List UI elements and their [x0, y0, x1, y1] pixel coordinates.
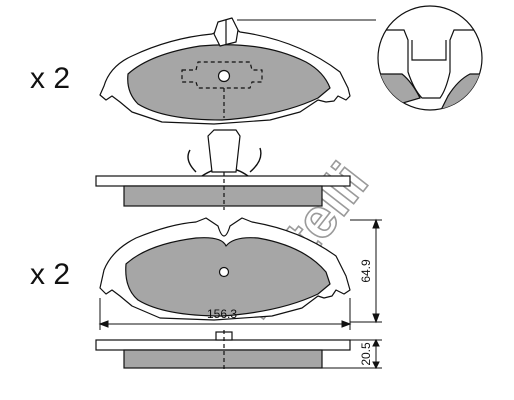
height-dimension: [350, 218, 382, 324]
bottom-pad-side-view: [95, 330, 351, 372]
width-dimension-value: 156.3: [207, 307, 237, 321]
width-dimension: [98, 298, 352, 330]
top-pad-front-view: [99, 17, 351, 125]
thickness-dimension-value: 20.5: [359, 342, 373, 366]
top-pad-sensor-outline: [181, 61, 263, 89]
top-pad-side-backing: [95, 175, 351, 187]
bottom-pad-side-backing: [95, 339, 351, 351]
bottom-quantity-label: x 2: [30, 258, 70, 291]
detail-zoom-circle: [377, 5, 483, 111]
top-pad-friction-material: [127, 44, 331, 121]
detail-tab-profile: [378, 29, 482, 99]
top-pad-side-friction: [123, 185, 323, 207]
top-quantity-label: x 2: [30, 62, 70, 95]
bottom-pad-side-friction: [123, 349, 323, 369]
height-dimension-value: 64.9: [359, 259, 373, 283]
top-pad-side-view: [95, 129, 351, 210]
top-pad-side-tab: [207, 129, 241, 173]
bottom-pad-friction-material: [125, 237, 331, 317]
thickness-dimension: [322, 338, 382, 370]
bottom-pad-center-hole: [218, 266, 230, 278]
top-pad-center-hole: [217, 69, 231, 83]
bottom-pad-front-view: [99, 217, 351, 321]
